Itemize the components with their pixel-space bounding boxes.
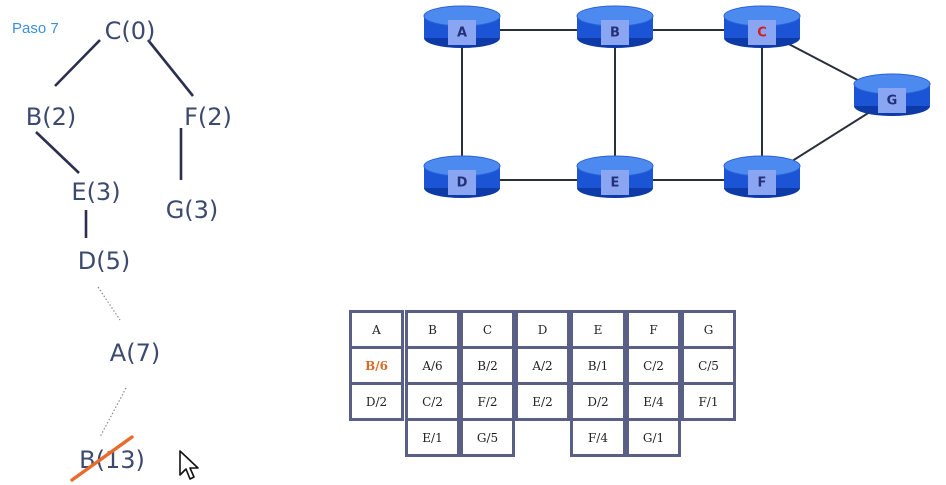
table-cell: F/2 — [463, 385, 512, 418]
table-cell: B/2 — [463, 349, 512, 382]
router-a: A — [423, 5, 501, 48]
table-cell: C/2 — [629, 349, 678, 382]
table-header: A — [352, 313, 401, 346]
search-tree: C(0)B(2)F(2)E(3)G(3)D(5)A(7)B(13) — [26, 17, 232, 482]
router-b: B — [576, 5, 654, 48]
table-cell: A/2 — [518, 349, 567, 382]
tree-node-e: E(3) — [71, 178, 120, 206]
table-cell: A/6 — [408, 349, 457, 382]
router-label-g: G — [887, 94, 898, 109]
step-label: Paso 7 — [12, 20, 59, 37]
table-cell: F/1 — [684, 385, 733, 418]
router-label-a: A — [457, 26, 467, 41]
table-header: D — [518, 313, 567, 346]
table-cell: G/5 — [463, 421, 512, 454]
table-cell: E/4 — [629, 385, 678, 418]
mouse-pointer-icon — [179, 450, 199, 480]
table-cell: D/2 — [352, 385, 401, 418]
table-cell: E/1 — [408, 421, 457, 454]
tree-edge-a-b2 — [99, 387, 127, 438]
tree-edge-b-e — [35, 131, 80, 174]
router-e: E — [576, 155, 654, 198]
router-label-e: E — [611, 176, 620, 191]
table-cell: G/1 — [629, 421, 678, 454]
router-label-d: D — [457, 176, 468, 191]
router-label-f: F — [758, 176, 767, 191]
tree-edge-c-b — [54, 39, 101, 87]
table-cell: B/1 — [573, 349, 623, 382]
table-cell: C/2 — [408, 385, 457, 418]
table-cell: E/2 — [518, 385, 567, 418]
table-cell: D/2 — [573, 385, 623, 418]
table-cell: B/6 — [352, 349, 401, 382]
router-label-b: B — [610, 26, 620, 41]
router-d: D — [423, 155, 501, 198]
tree-node-g: G(3) — [166, 196, 219, 224]
tree-node-c: C(0) — [105, 17, 156, 45]
tree-node-d: D(5) — [78, 247, 130, 275]
table-header: E — [573, 313, 623, 346]
table-cell: F/4 — [573, 421, 623, 454]
strikethrough-mark — [70, 435, 134, 482]
router-label-c: C — [757, 26, 767, 41]
table-header: C — [463, 313, 512, 346]
tree-edge-c-f — [146, 39, 195, 97]
table-header: B — [408, 313, 457, 346]
router-g: G — [853, 73, 931, 116]
router-c: C — [723, 5, 801, 48]
tree-node-a: A(7) — [110, 339, 160, 367]
tree-node-f: F(2) — [184, 103, 232, 131]
table-header: F — [629, 313, 678, 346]
network-diagram: A B C D E F G — [423, 5, 931, 198]
router-f: F — [723, 155, 801, 198]
table-header: G — [684, 313, 733, 346]
table-cell: C/5 — [684, 349, 733, 382]
tree-node-b: B(2) — [26, 103, 76, 131]
